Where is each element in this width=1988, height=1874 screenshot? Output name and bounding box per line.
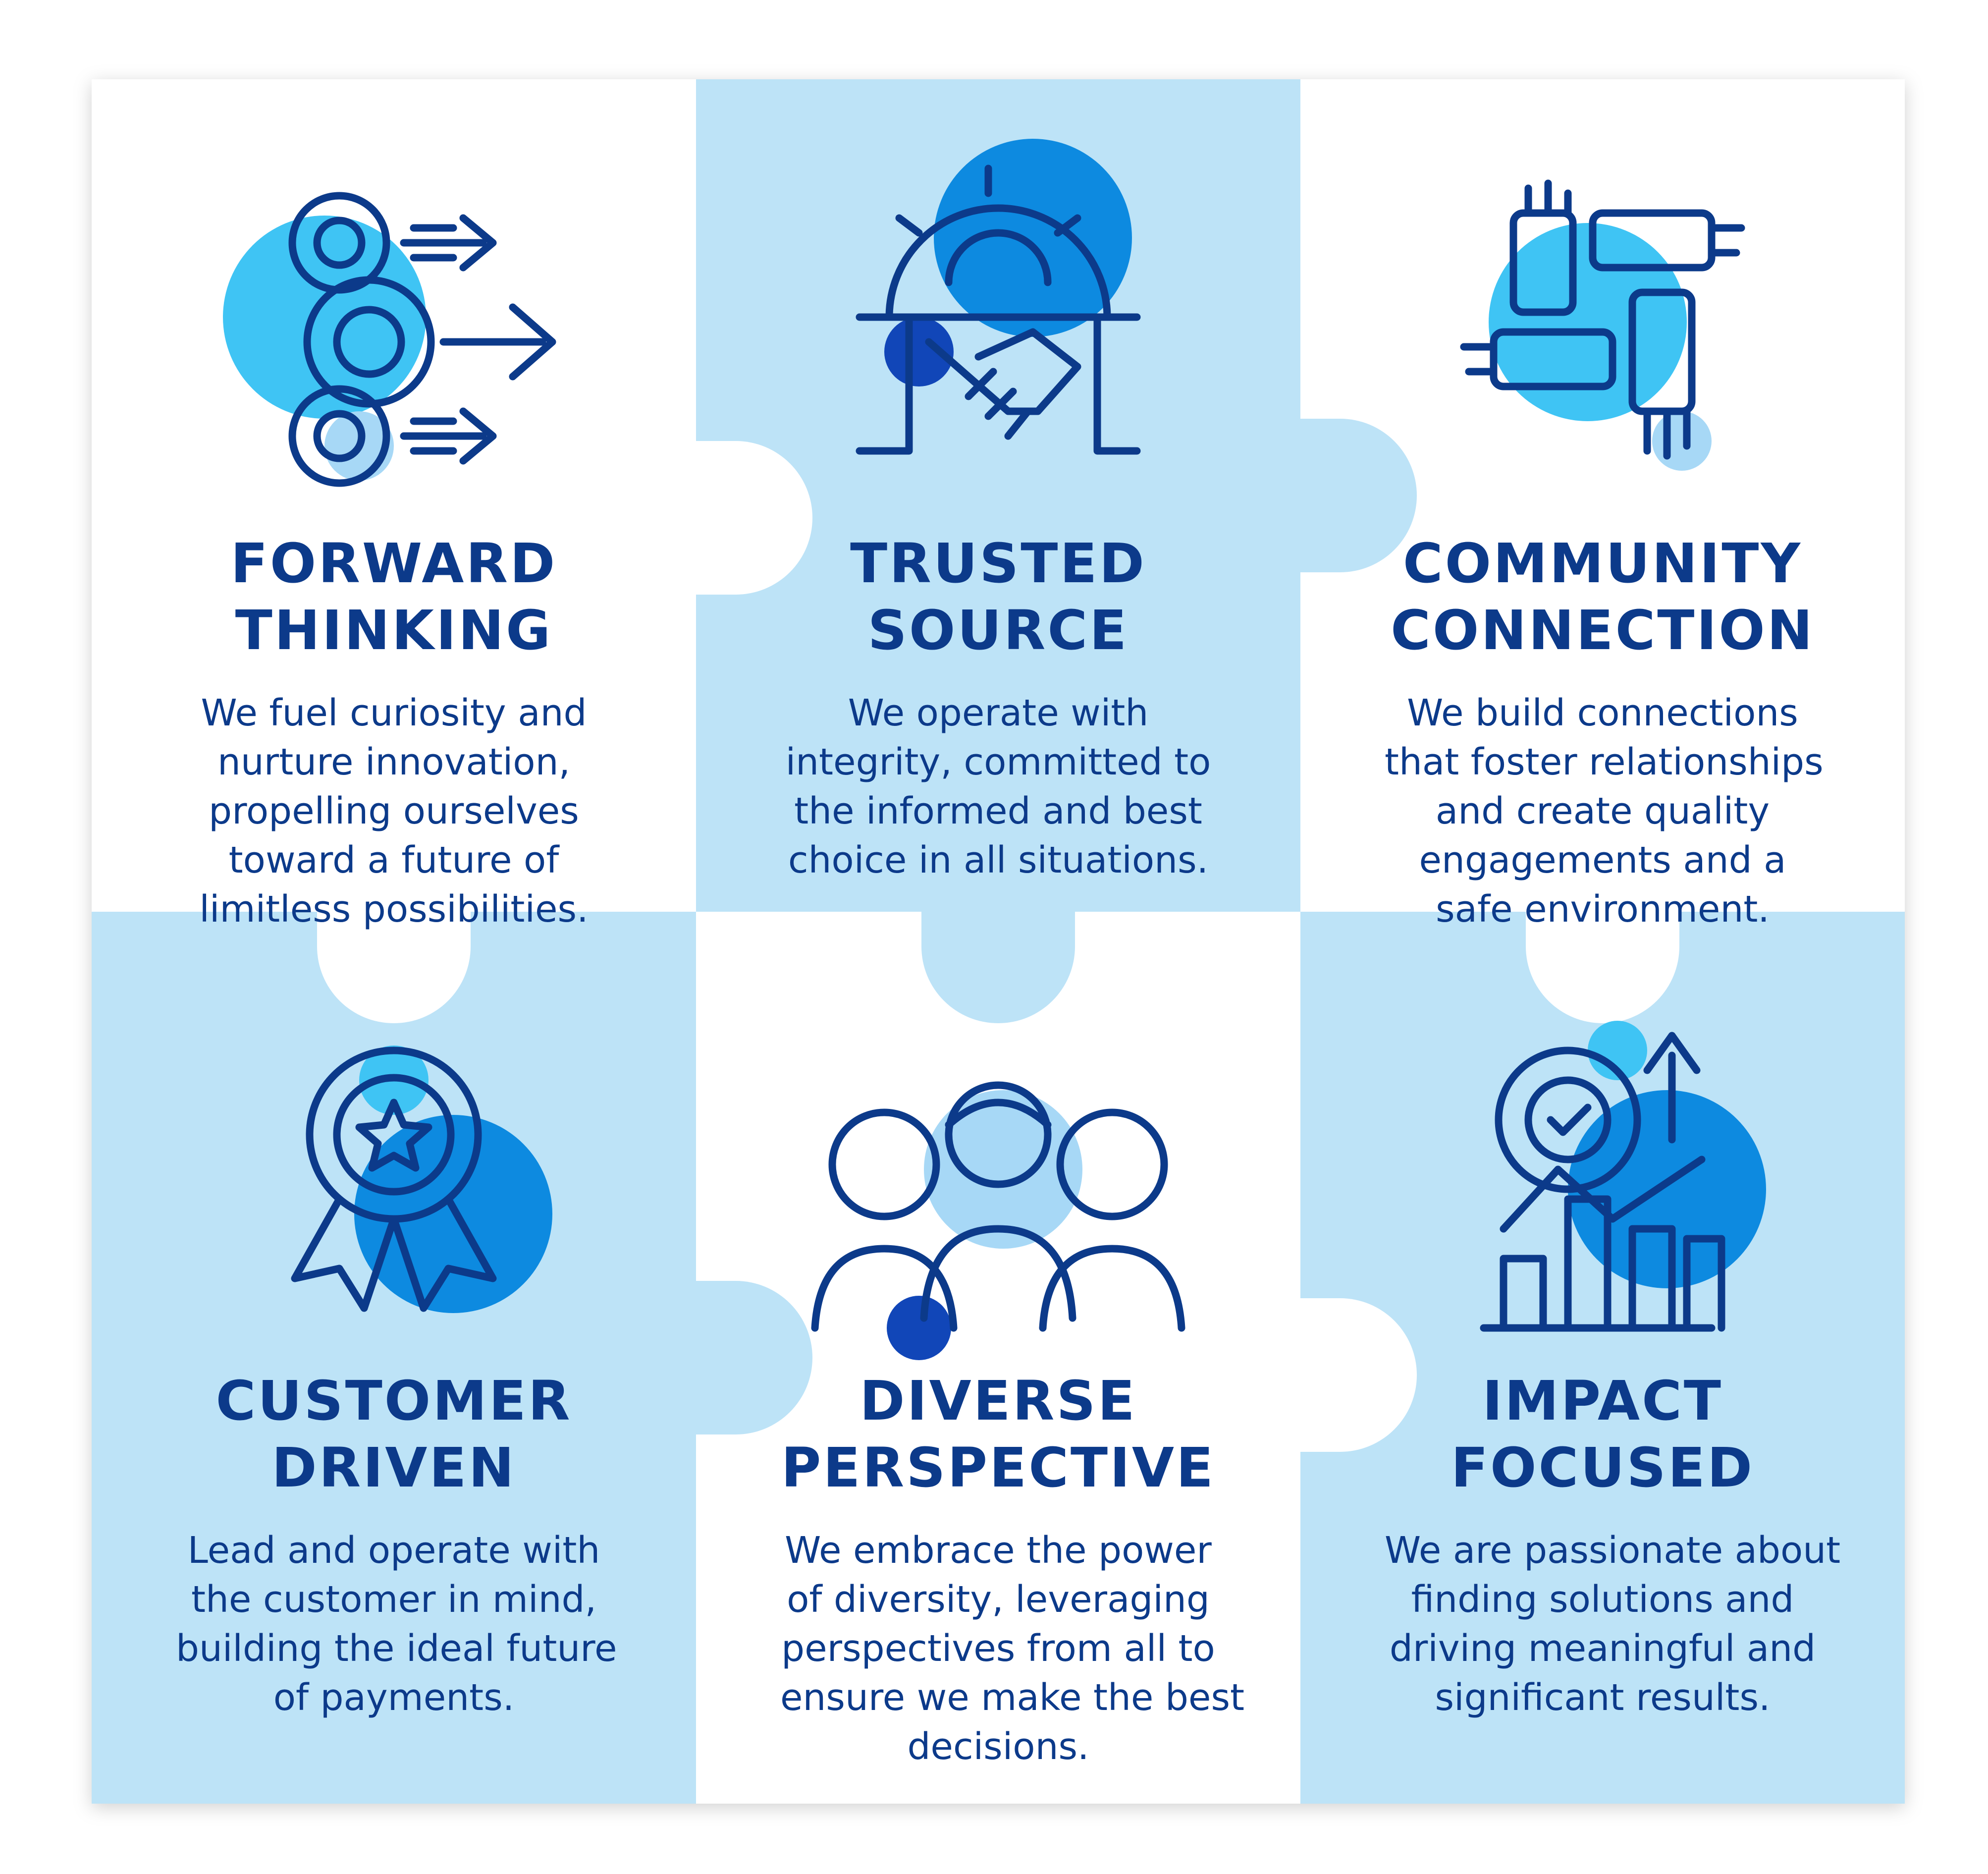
card-title-line: SOURCE (867, 599, 1129, 662)
card-text-line: and create quality (1435, 790, 1770, 832)
card-text-line: We operate with (848, 692, 1149, 734)
card-text-line: the informed and best (794, 790, 1202, 832)
card-text-line: choice in all situations. (788, 839, 1209, 882)
value-card-diverse-perspective: DIVERSE PERSPECTIVE We embrace the power… (696, 917, 1300, 1804)
card-text-line: that foster relationships (1385, 741, 1824, 783)
card-text-line: of diversity, leveraging (787, 1578, 1210, 1621)
card-text-line: decisions. (907, 1725, 1089, 1768)
award-ribbon-icon (291, 1046, 552, 1313)
card-text-line: safe environment. (1436, 888, 1770, 931)
card-text-line: of payments. (273, 1676, 515, 1719)
card-title-line: FOCUSED (1451, 1436, 1755, 1499)
value-card-customer-driven: CUSTOMER DRIVEN Lead and operate with th… (92, 917, 696, 1804)
gears-arrows-icon (223, 192, 556, 487)
card-title-line: DRIVEN (271, 1436, 516, 1499)
card-text-line: limitless possibilities. (199, 888, 589, 931)
value-card-impact-focused: IMPACT FOCUSED We are passionate about f… (1300, 917, 1905, 1804)
card-text-line: building the ideal future (176, 1627, 617, 1670)
joined-hands-icon (1460, 179, 1745, 471)
handshake-gear-icon (856, 139, 1141, 455)
card-title-line: TRUSTED (850, 532, 1146, 595)
card-title-line: FORWARD (230, 532, 557, 595)
card-title-line: PERSPECTIVE (781, 1436, 1216, 1499)
card-text-line: ensure we make the best (780, 1676, 1245, 1719)
card-text-line: finding solutions and (1411, 1578, 1794, 1621)
card-title-line: IMPACT (1482, 1369, 1723, 1433)
card-text-line: propelling ourselves (209, 790, 579, 832)
card-text-line: perspectives from all to (781, 1627, 1215, 1670)
card-text-line: We fuel curiosity and (201, 692, 587, 734)
value-card-trusted-source: TRUSTED SOURCE We operate with integrity… (696, 79, 1300, 966)
card-text-line: We are passionate about (1385, 1529, 1841, 1572)
value-card-forward-thinking: FORWARD THINKING We fuel curiosity and n… (92, 79, 696, 966)
card-text-line: Lead and operate with (187, 1529, 600, 1572)
card-text-line: integrity, committed to (785, 741, 1211, 783)
card-text-line: engagements and a (1419, 839, 1786, 882)
card-title-line: THINKING (235, 599, 553, 662)
card-text-line: driving meaningful and (1389, 1627, 1816, 1670)
card-text-line: toward a future of (228, 839, 559, 882)
people-group-icon (811, 1081, 1185, 1360)
card-text-line: We build connections (1407, 692, 1798, 734)
card-text-line: nurture innovation, (217, 741, 571, 783)
card-text-line: the customer in mind, (191, 1578, 596, 1621)
growth-chart-gear-icon (1480, 1021, 1766, 1332)
card-title-line: DIVERSE (860, 1369, 1137, 1433)
card-text-line: significant results. (1435, 1676, 1771, 1719)
value-card-community-connection: COMMUNITY CONNECTION We build connection… (1300, 79, 1905, 966)
card-title-line: CONNECTION (1391, 599, 1815, 662)
card-title-line: COMMUNITY (1402, 532, 1803, 595)
card-text-line: We embrace the power (785, 1529, 1212, 1572)
card-title-line: CUSTOMER (215, 1369, 572, 1433)
